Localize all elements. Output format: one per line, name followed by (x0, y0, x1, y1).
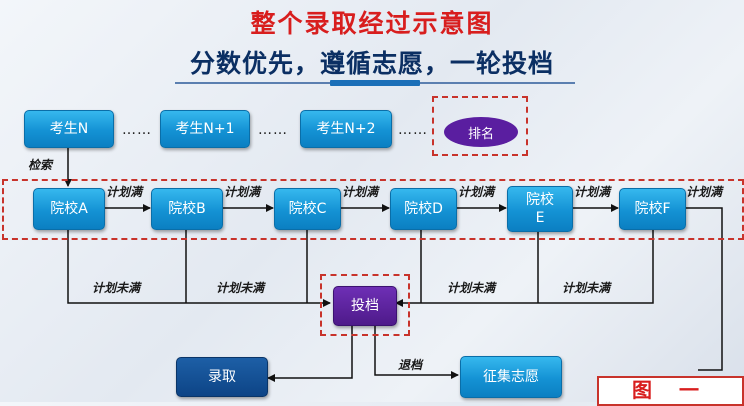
withdraw-label: 退档 (398, 358, 423, 372)
plan-full-label-ab: 计划满 (106, 185, 143, 199)
candidate-n1-label: 考生N+1 (175, 121, 235, 137)
plan-full-label-cd: 计划满 (342, 185, 379, 199)
collect-volunteer-box[interactable]: 征集志愿 (460, 356, 562, 398)
school-a-label: 院校A (50, 201, 88, 217)
candidate-n1-box[interactable]: 考生N+1 (160, 110, 250, 148)
ellipsis-2: …… (258, 122, 288, 138)
candidate-n2-label: 考生N+2 (316, 121, 376, 137)
plan-not-full-label-e: 计划未满 (562, 281, 611, 295)
school-c-box[interactable]: 院校C (274, 188, 341, 230)
school-c-label: 院校C (288, 201, 327, 217)
plan-not-full-label-a: 计划未满 (92, 281, 141, 295)
submit-label: 投档 (351, 298, 379, 314)
school-e-box[interactable]: 院校 E (507, 186, 573, 232)
collect-volunteer-label: 征集志愿 (483, 369, 539, 385)
plan-full-label-f: 计划满 (686, 185, 723, 199)
ranking-highlight (432, 96, 528, 156)
school-f-box[interactable]: 院校F (619, 188, 686, 230)
plan-full-label-de: 计划满 (458, 185, 495, 199)
plan-full-label-bc: 计划满 (224, 185, 261, 199)
connector-f-submit (395, 230, 654, 307)
ellipsis-3: …… (398, 122, 428, 138)
submit-box[interactable]: 投档 (333, 286, 397, 326)
school-a-box[interactable]: 院校A (33, 188, 105, 230)
connector-f-collect (684, 207, 723, 371)
search-label: 检索 (28, 158, 53, 172)
connector-a-submit (67, 230, 331, 307)
submit-highlight (320, 274, 410, 336)
school-b-box[interactable]: 院校B (151, 188, 223, 230)
ellipsis-1: …… (122, 122, 152, 138)
schools-highlight (2, 179, 744, 240)
school-d-label: 院校D (404, 201, 443, 217)
connector-submit-admit (267, 325, 353, 382)
admit-box[interactable]: 录取 (176, 357, 268, 397)
candidate-n-label: 考生N (49, 121, 89, 137)
connector-submit-collect (374, 325, 459, 379)
plan-full-label-ef: 计划满 (574, 185, 611, 199)
candidate-n2-box[interactable]: 考生N+2 (300, 110, 392, 148)
admit-label: 录取 (208, 369, 236, 385)
school-f-label: 院校F (634, 201, 671, 217)
ranking-node[interactable]: 排名 (444, 117, 518, 147)
school-d-box[interactable]: 院校D (390, 188, 457, 230)
school-b-label: 院校B (168, 201, 206, 217)
school-e-label: 院校 E (526, 192, 554, 226)
candidate-n-box[interactable]: 考生N (24, 110, 114, 148)
page-title: 整个录取经过示意图 (250, 9, 494, 38)
page-subtitle: 分数优先，遵循志愿，一轮投档 (189, 49, 554, 78)
subtitle-underline-accent (330, 80, 420, 86)
plan-not-full-label-b: 计划未满 (216, 281, 265, 295)
plan-not-full-label-d: 计划未满 (447, 281, 496, 295)
